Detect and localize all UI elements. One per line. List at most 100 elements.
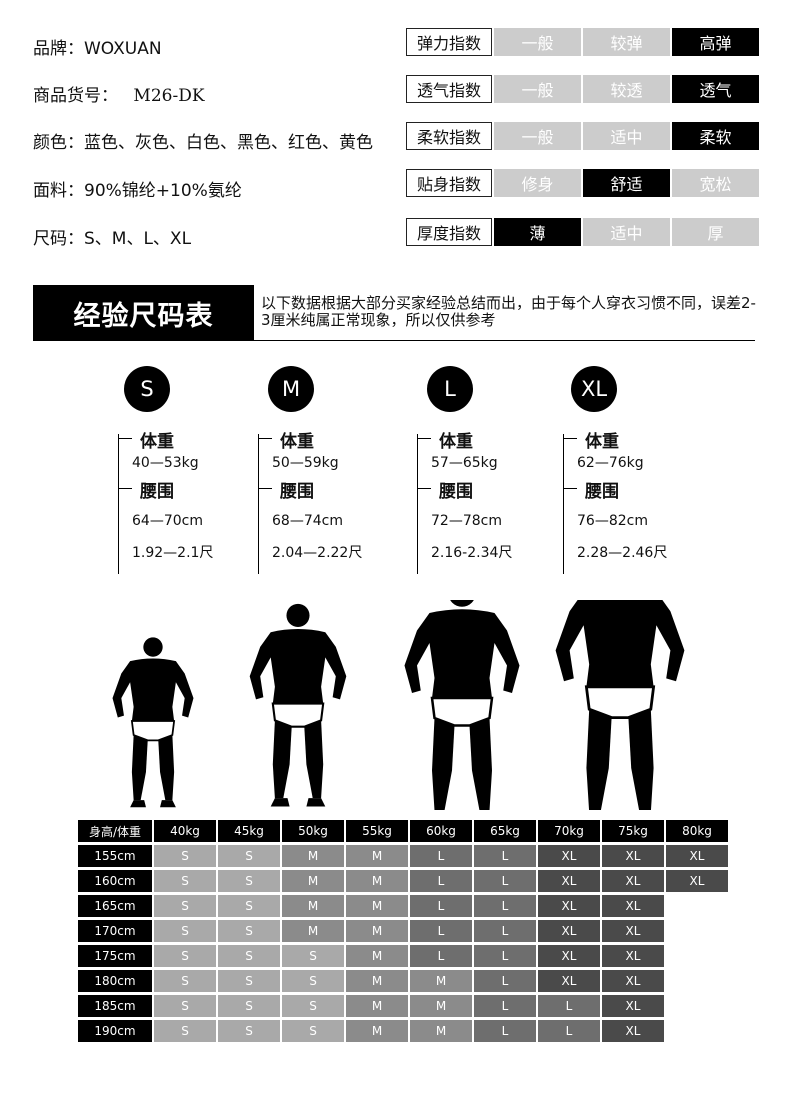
weight-label: 体重 <box>585 432 619 452</box>
weight-range: 40—53kg <box>132 455 199 471</box>
table-cell: XL <box>602 970 664 992</box>
table-cell: L <box>410 870 472 892</box>
table-cell: L <box>474 970 536 992</box>
table-cell: S <box>282 995 344 1017</box>
table-cell: M <box>410 995 472 1017</box>
index-option: 适中 <box>583 218 670 246</box>
table-cell: L <box>474 995 536 1017</box>
table-cell: S <box>154 920 216 942</box>
waist-chi: 2.28—2.46尺 <box>577 545 668 561</box>
spec-tick <box>258 488 272 489</box>
table-cell: L <box>410 845 472 867</box>
table-cell: XL <box>602 895 664 917</box>
spec-tick <box>417 438 431 439</box>
index-option: 一般 <box>494 122 581 150</box>
index-option: 一般 <box>494 28 581 56</box>
height-header: 170cm <box>78 920 152 942</box>
height-header: 180cm <box>78 970 152 992</box>
table-corner: 身高/体重 <box>78 820 152 842</box>
fabric-text: 面料：90%锦纶+10%氨纶 <box>33 181 242 201</box>
figure-l <box>403 600 521 810</box>
table-cell: M <box>346 895 408 917</box>
index-option: 柔软 <box>672 122 759 150</box>
item-no-value: M26-DK <box>133 86 205 106</box>
spec-divider <box>258 434 259 574</box>
table-cell: S <box>282 1020 344 1042</box>
waist-cm: 64—70cm <box>132 513 203 529</box>
height-header: 185cm <box>78 995 152 1017</box>
index-row: 柔软指数一般适中柔软 <box>406 122 759 152</box>
waist-label: 腰围 <box>140 482 174 502</box>
table-cell: XL <box>538 945 600 967</box>
table-cell <box>666 945 728 967</box>
size-chart-banner: 经验尺码表 <box>33 285 254 341</box>
weight-header: 45kg <box>218 820 280 842</box>
table-cell: XL <box>538 970 600 992</box>
table-cell <box>666 920 728 942</box>
index-option: 舒适 <box>583 169 670 197</box>
table-cell: S <box>218 870 280 892</box>
index-option: 一般 <box>494 75 581 103</box>
table-cell: S <box>218 845 280 867</box>
weight-label: 体重 <box>140 432 174 452</box>
height-header: 160cm <box>78 870 152 892</box>
table-cell: S <box>218 970 280 992</box>
table-cell: L <box>474 845 536 867</box>
index-row: 弹力指数一般较弹高弹 <box>406 28 759 58</box>
table-cell: M <box>410 1020 472 1042</box>
weight-header: 65kg <box>474 820 536 842</box>
index-row: 厚度指数薄适中厚 <box>406 218 759 248</box>
index-option: 较弹 <box>583 28 670 56</box>
table-cell: S <box>218 995 280 1017</box>
table-cell: M <box>346 995 408 1017</box>
weight-header: 80kg <box>666 820 728 842</box>
table-cell: XL <box>538 870 600 892</box>
waist-label: 腰围 <box>585 482 619 502</box>
table-cell: S <box>218 895 280 917</box>
weight-range: 57—65kg <box>431 455 498 471</box>
waist-label: 腰围 <box>439 482 473 502</box>
index-row: 贴身指数修身舒适宽松 <box>406 169 759 199</box>
weight-range: 62—76kg <box>577 455 644 471</box>
table-cell: XL <box>602 870 664 892</box>
table-cell: XL <box>602 845 664 867</box>
index-label: 柔软指数 <box>406 122 492 150</box>
figure-s <box>111 636 195 809</box>
weight-label: 体重 <box>280 432 314 452</box>
table-cell: L <box>474 870 536 892</box>
table-cell: L <box>474 920 536 942</box>
table-cell: S <box>154 870 216 892</box>
weight-range: 50—59kg <box>272 455 339 471</box>
table-cell: L <box>474 895 536 917</box>
figure-xl <box>554 600 686 810</box>
index-option: 透气 <box>672 75 759 103</box>
weight-label: 体重 <box>439 432 473 452</box>
table-cell: XL <box>538 920 600 942</box>
table-cell: XL <box>538 895 600 917</box>
height-header: 155cm <box>78 845 152 867</box>
spec-tick <box>563 438 577 439</box>
table-cell: S <box>218 920 280 942</box>
index-option: 厚 <box>672 218 759 246</box>
table-cell: S <box>154 1020 216 1042</box>
table-cell <box>666 995 728 1017</box>
table-cell: M <box>346 1020 408 1042</box>
body-figures <box>111 600 686 810</box>
table-cell: M <box>346 870 408 892</box>
table-cell: M <box>346 920 408 942</box>
waist-chi: 2.16-2.34尺 <box>431 545 513 561</box>
table-cell: M <box>346 970 408 992</box>
banner-divider <box>33 340 755 341</box>
brand-text: 品牌：WOXUAN <box>33 39 162 59</box>
spec-tick <box>563 488 577 489</box>
sizes-text: 尺码：S、M、L、XL <box>33 229 192 249</box>
table-cell: S <box>154 845 216 867</box>
waist-cm: 72—78cm <box>431 513 502 529</box>
table-cell: M <box>282 845 344 867</box>
waist-chi: 2.04—2.22尺 <box>272 545 363 561</box>
table-cell: S <box>154 945 216 967</box>
